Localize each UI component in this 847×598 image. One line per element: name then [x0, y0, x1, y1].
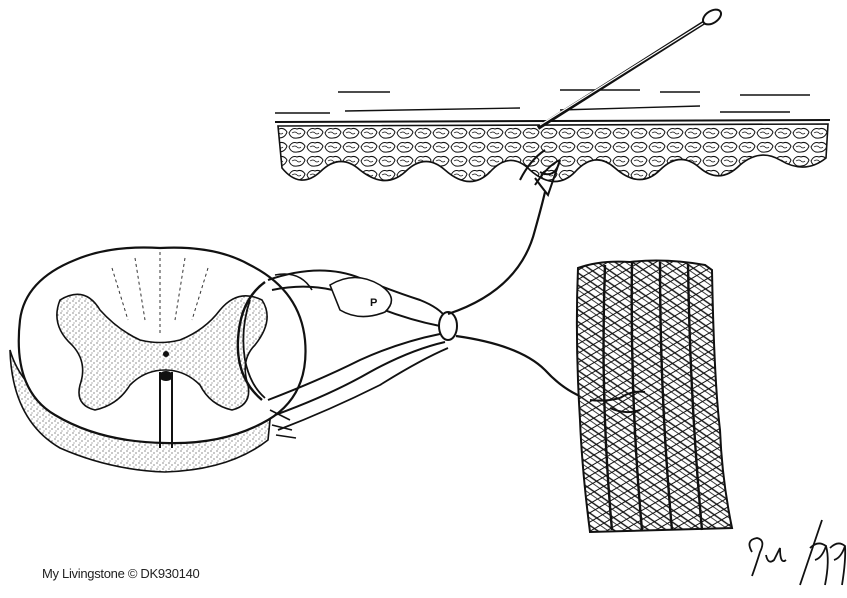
spinal-cord-section	[10, 248, 312, 473]
muscle-bundle	[577, 261, 732, 532]
image-credit: My Livingstone © DK930140	[42, 566, 199, 581]
label-p: P	[370, 297, 377, 309]
pin-stimulus	[538, 7, 724, 128]
artist-signature	[749, 520, 845, 585]
skin-section	[275, 90, 830, 195]
